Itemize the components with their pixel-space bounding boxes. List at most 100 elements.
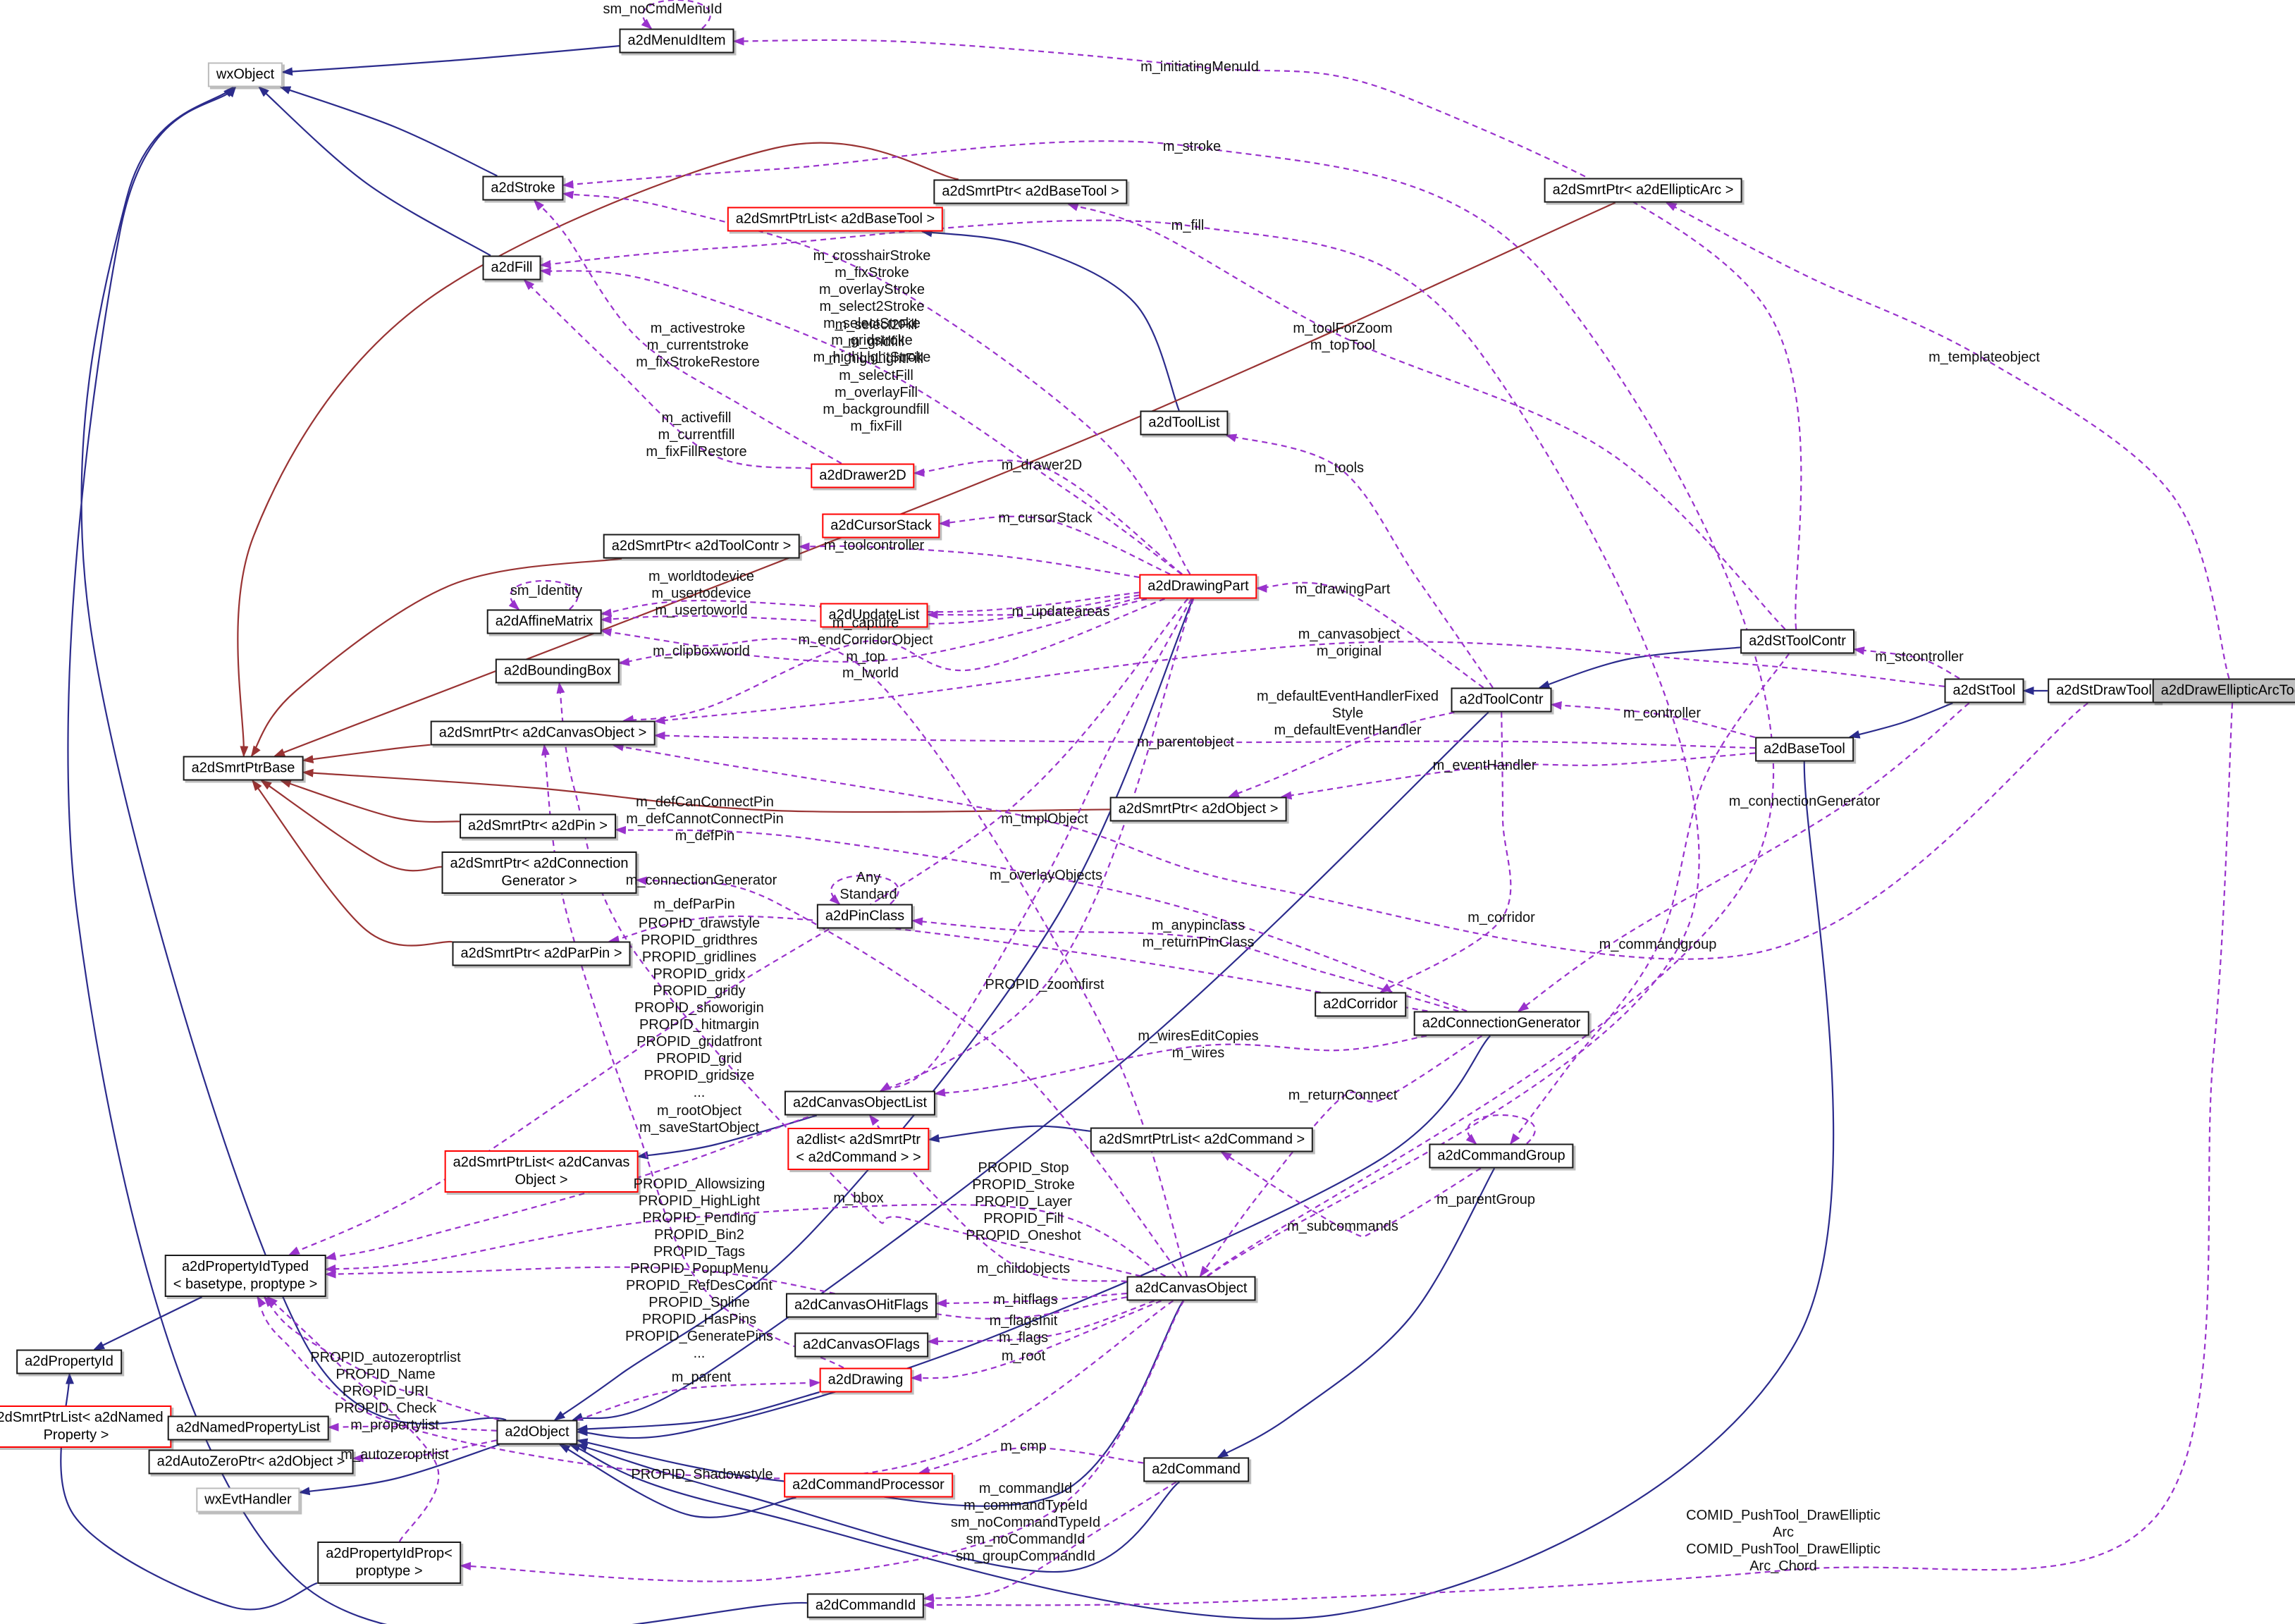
edge-label-L_drawingpart: m_drawingPart: [1295, 582, 1391, 597]
node-drawer2d[interactable]: a2dDrawer2D: [811, 463, 915, 488]
node-commandid[interactable]: a2dCommandId: [806, 1593, 925, 1618]
edge-drawellipticarctool>smrtptr_ellipticarc#L_templateobject: [1665, 202, 2230, 679]
node-propertyidprop[interactable]: a2dPropertyIdProp< proptype >: [317, 1542, 461, 1584]
edge-label-L_subcommands: m_subcommands: [1287, 1219, 1398, 1234]
edge-drawer2d>fill#L_activefill: [523, 279, 811, 469]
node-sttool[interactable]: a2dStTool: [1944, 678, 2024, 703]
node-wxobject[interactable]: wxObject: [207, 62, 283, 87]
node-smrtptr_ellipticarc[interactable]: a2dSmrtPtr< a2dEllipticArc >: [1544, 178, 1742, 203]
edge-label-L_defpin: m_defCanConnectPin m_defCannotConnectPin…: [626, 794, 784, 844]
edge-label-L_controller: m_controller: [1623, 706, 1702, 721]
edge-label-L_corridor: m_corridor: [1468, 910, 1535, 925]
edge-canvasobject>canvasohitflags#L_hitflags: [935, 1292, 1127, 1308]
node-toolcontr[interactable]: a2dToolContr: [1451, 687, 1552, 713]
node-propertyidtyped[interactable]: a2dPropertyIdTyped < basetype, proptype …: [164, 1255, 326, 1297]
node-canvasoflags[interactable]: a2dCanvasOFlags: [794, 1332, 928, 1358]
node-smrtptrlist_namedprop[interactable]: a2dSmrtPtrList< a2dNamed Property >: [0, 1405, 172, 1448]
edge-smrtptr_basetool>smrtptrbase: [237, 142, 959, 758]
node-propertyid[interactable]: a2dPropertyId: [16, 1349, 122, 1374]
node-stroke[interactable]: a2dStroke: [482, 176, 564, 201]
edge-label-L_cmp: m_cmp: [1000, 1439, 1047, 1454]
edge-label-L_propidgrid: PROPID_drawstyle PROPID_gridthres PROPID…: [634, 916, 764, 1100]
node-wxevthandler[interactable]: wxEvtHandler: [196, 1487, 300, 1513]
edge-label-L_clipboxworld: m_clipboxworld: [653, 644, 750, 659]
node-stdrawtool[interactable]: a2dStDrawTool: [2048, 678, 2160, 703]
node-toollist[interactable]: a2dToolList: [1140, 410, 1229, 436]
node-boundingbox[interactable]: a2dBoundingBox: [495, 658, 620, 684]
node-namedpropertylist[interactable]: a2dNamedPropertyList: [167, 1415, 329, 1441]
edge-label-L_commandgroup: m_commandgroup: [1599, 937, 1717, 952]
edge-drawingpart>fill#L_fillblock: [539, 267, 1182, 575]
edge-smrtptr_object>smrtptrbase: [302, 768, 1110, 813]
node-smrtptrbase[interactable]: a2dSmrtPtrBase: [183, 756, 304, 781]
node-commandprocessor[interactable]: a2dCommandProcessor: [784, 1472, 953, 1498]
node-smrtptrlist_canvasobj[interactable]: a2dSmrtPtrList< a2dCanvas Object >: [444, 1150, 639, 1193]
node-smrtptr_toolcontr[interactable]: a2dSmrtPtr< a2dToolContr >: [603, 534, 800, 559]
edge-propertyidprop>propertyidtyped: [266, 1296, 440, 1542]
edge-label-L_initiatingMenuId: m_initiatingMenuId: [1140, 59, 1259, 75]
edge-basetool>smrtptr_canvasobject#L_parentobject: [653, 731, 1756, 749]
node-basetool[interactable]: a2dBaseTool: [1755, 737, 1854, 762]
edge-label-L_drawer2d: m_drawer2D: [1001, 457, 1083, 473]
edge-label-L_eventhandler: m_eventHandler: [1432, 758, 1537, 773]
edge-label-L_tmplobject: m_tmplObject: [1001, 811, 1088, 827]
edge-smrtptr_pin>smrtptrbase: [279, 780, 460, 823]
node-autozeroptr[interactable]: a2dAutoZeroPtr< a2dObject >: [148, 1449, 354, 1475]
node-fill[interactable]: a2dFill: [482, 255, 541, 281]
node-commandgroup[interactable]: a2dCommandGroup: [1429, 1143, 1574, 1169]
edge-label-L_anypinclass: m_anypinclass m_returnPinClass: [1142, 918, 1255, 950]
edge-canvasobject>a2dobject: [576, 1300, 1184, 1507]
node-canvasobjectlist[interactable]: a2dCanvasObjectList: [784, 1090, 936, 1116]
edge-commandprocessor>a2dobject: [558, 1444, 796, 1518]
node-a2dobject[interactable]: a2dObject: [496, 1420, 578, 1445]
node-drawingpart[interactable]: a2dDrawingPart: [1139, 574, 1257, 599]
edge-conngen>pinclass#L_anypinclass: [911, 917, 1459, 1012]
node-corridor[interactable]: a2dCorridor: [1315, 992, 1406, 1017]
node-affinematrix[interactable]: a2dAffineMatrix: [486, 609, 602, 634]
edge-drawingpart>updatelist#L_updateareas: [926, 597, 1140, 619]
edge-label-L_canvasobject: m_canvasobject m_original: [1298, 627, 1401, 659]
node-smrtptr_object[interactable]: a2dSmrtPtr< a2dObject >: [1109, 796, 1287, 822]
edge-drawing>a2dobject: [576, 1391, 820, 1434]
edge-label-L_conngen_r: m_connectionGenerator: [1728, 794, 1881, 809]
node-updatelist[interactable]: a2dUpdateList: [820, 603, 928, 628]
edge-label-L_sm_noCmdMenuId: sm_noCmdMenuId: [603, 1, 722, 17]
edge-label-L_worldtodevice: m_worldtodevice m_usertodevice m_usertow…: [648, 569, 755, 618]
edge-commandgroup>command: [1217, 1167, 1496, 1458]
node-pinclass[interactable]: a2dPinClass: [816, 904, 913, 929]
node-menuiditem[interactable]: a2dMenuIdItem: [619, 28, 734, 54]
node-conngen[interactable]: a2dConnectionGenerator: [1413, 1011, 1589, 1036]
node-smrtptrlist_basetool[interactable]: a2dSmrtPtrList< a2dBaseTool >: [727, 207, 944, 232]
edge-sttoolcontr>menuiditem#L_initiatingMenuId: [732, 37, 1802, 629]
node-command[interactable]: a2dCommand: [1143, 1457, 1249, 1482]
edge-command>commandid#L_commandid: [923, 1481, 1177, 1602]
node-canvasobject[interactable]: a2dCanvasObject: [1126, 1276, 1256, 1301]
node-smrtptrlist_cmd[interactable]: a2dSmrtPtrList< a2dCommand >: [1090, 1127, 1314, 1152]
edge-label-L_flags: m_flagsInit m_flags: [989, 1313, 1058, 1346]
edge-canvasobject>boundingbox#L_bbox: [556, 682, 1141, 1277]
node-sttoolcontr[interactable]: a2dStToolContr: [1740, 629, 1854, 654]
edge-label-L_fill: m_fill: [1171, 218, 1205, 233]
node-canvasohitflags[interactable]: a2dCanvasOHitFlags: [785, 1293, 937, 1318]
edge-label-L_returnconnect: m_returnConnect: [1288, 1088, 1398, 1103]
edge-conngen>smrtptr_parpin#L_defparpin: [608, 915, 1428, 1012]
edge-label-L_zoomfirst: PROPID_zoomfirst: [985, 977, 1105, 992]
node-drawing[interactable]: a2dDrawing: [819, 1367, 912, 1393]
node-smrtptr_basetool[interactable]: a2dSmrtPtr< a2dBaseTool >: [933, 179, 1128, 204]
node-smrtptr_parpin[interactable]: a2dSmrtPtr< a2dParPin >: [452, 941, 631, 966]
edge-label-L_anystd: Any Standard: [839, 870, 897, 902]
edge-drawingpart>propertyidtyped#L_propidgrid: [288, 598, 1188, 1255]
edge-toolcontr>corridor#L_corridor: [1379, 712, 1512, 993]
edge-toolcontr>a2dobject: [571, 711, 1489, 1421]
node-a2dlist_cmd[interactable]: a2dlist< a2dSmrtPtr < a2dCommand > >: [787, 1128, 930, 1170]
node-cursorstack[interactable]: a2dCursorStack: [822, 513, 940, 539]
node-smrtptr_conngen[interactable]: a2dSmrtPtr< a2dConnection Generator >: [441, 851, 637, 894]
edge-fill>wxobject: [258, 86, 491, 257]
edge-canvasobject>smrtptr_conngen#L_conngen_l: [635, 876, 1182, 1277]
edge-propertyidtyped>propertyid: [93, 1296, 203, 1351]
node-smrtptr_pin[interactable]: a2dSmrtPtr< a2dPin >: [460, 813, 616, 839]
edge-label-L_toolforzoom: m_toolForZoom m_topTool: [1293, 321, 1393, 353]
node-smrtptr_canvasobject[interactable]: a2dSmrtPtr< a2dCanvasObject >: [430, 720, 656, 746]
node-drawellipticarctool[interactable]: a2dDrawEllipticArcTool: [2152, 678, 2295, 703]
